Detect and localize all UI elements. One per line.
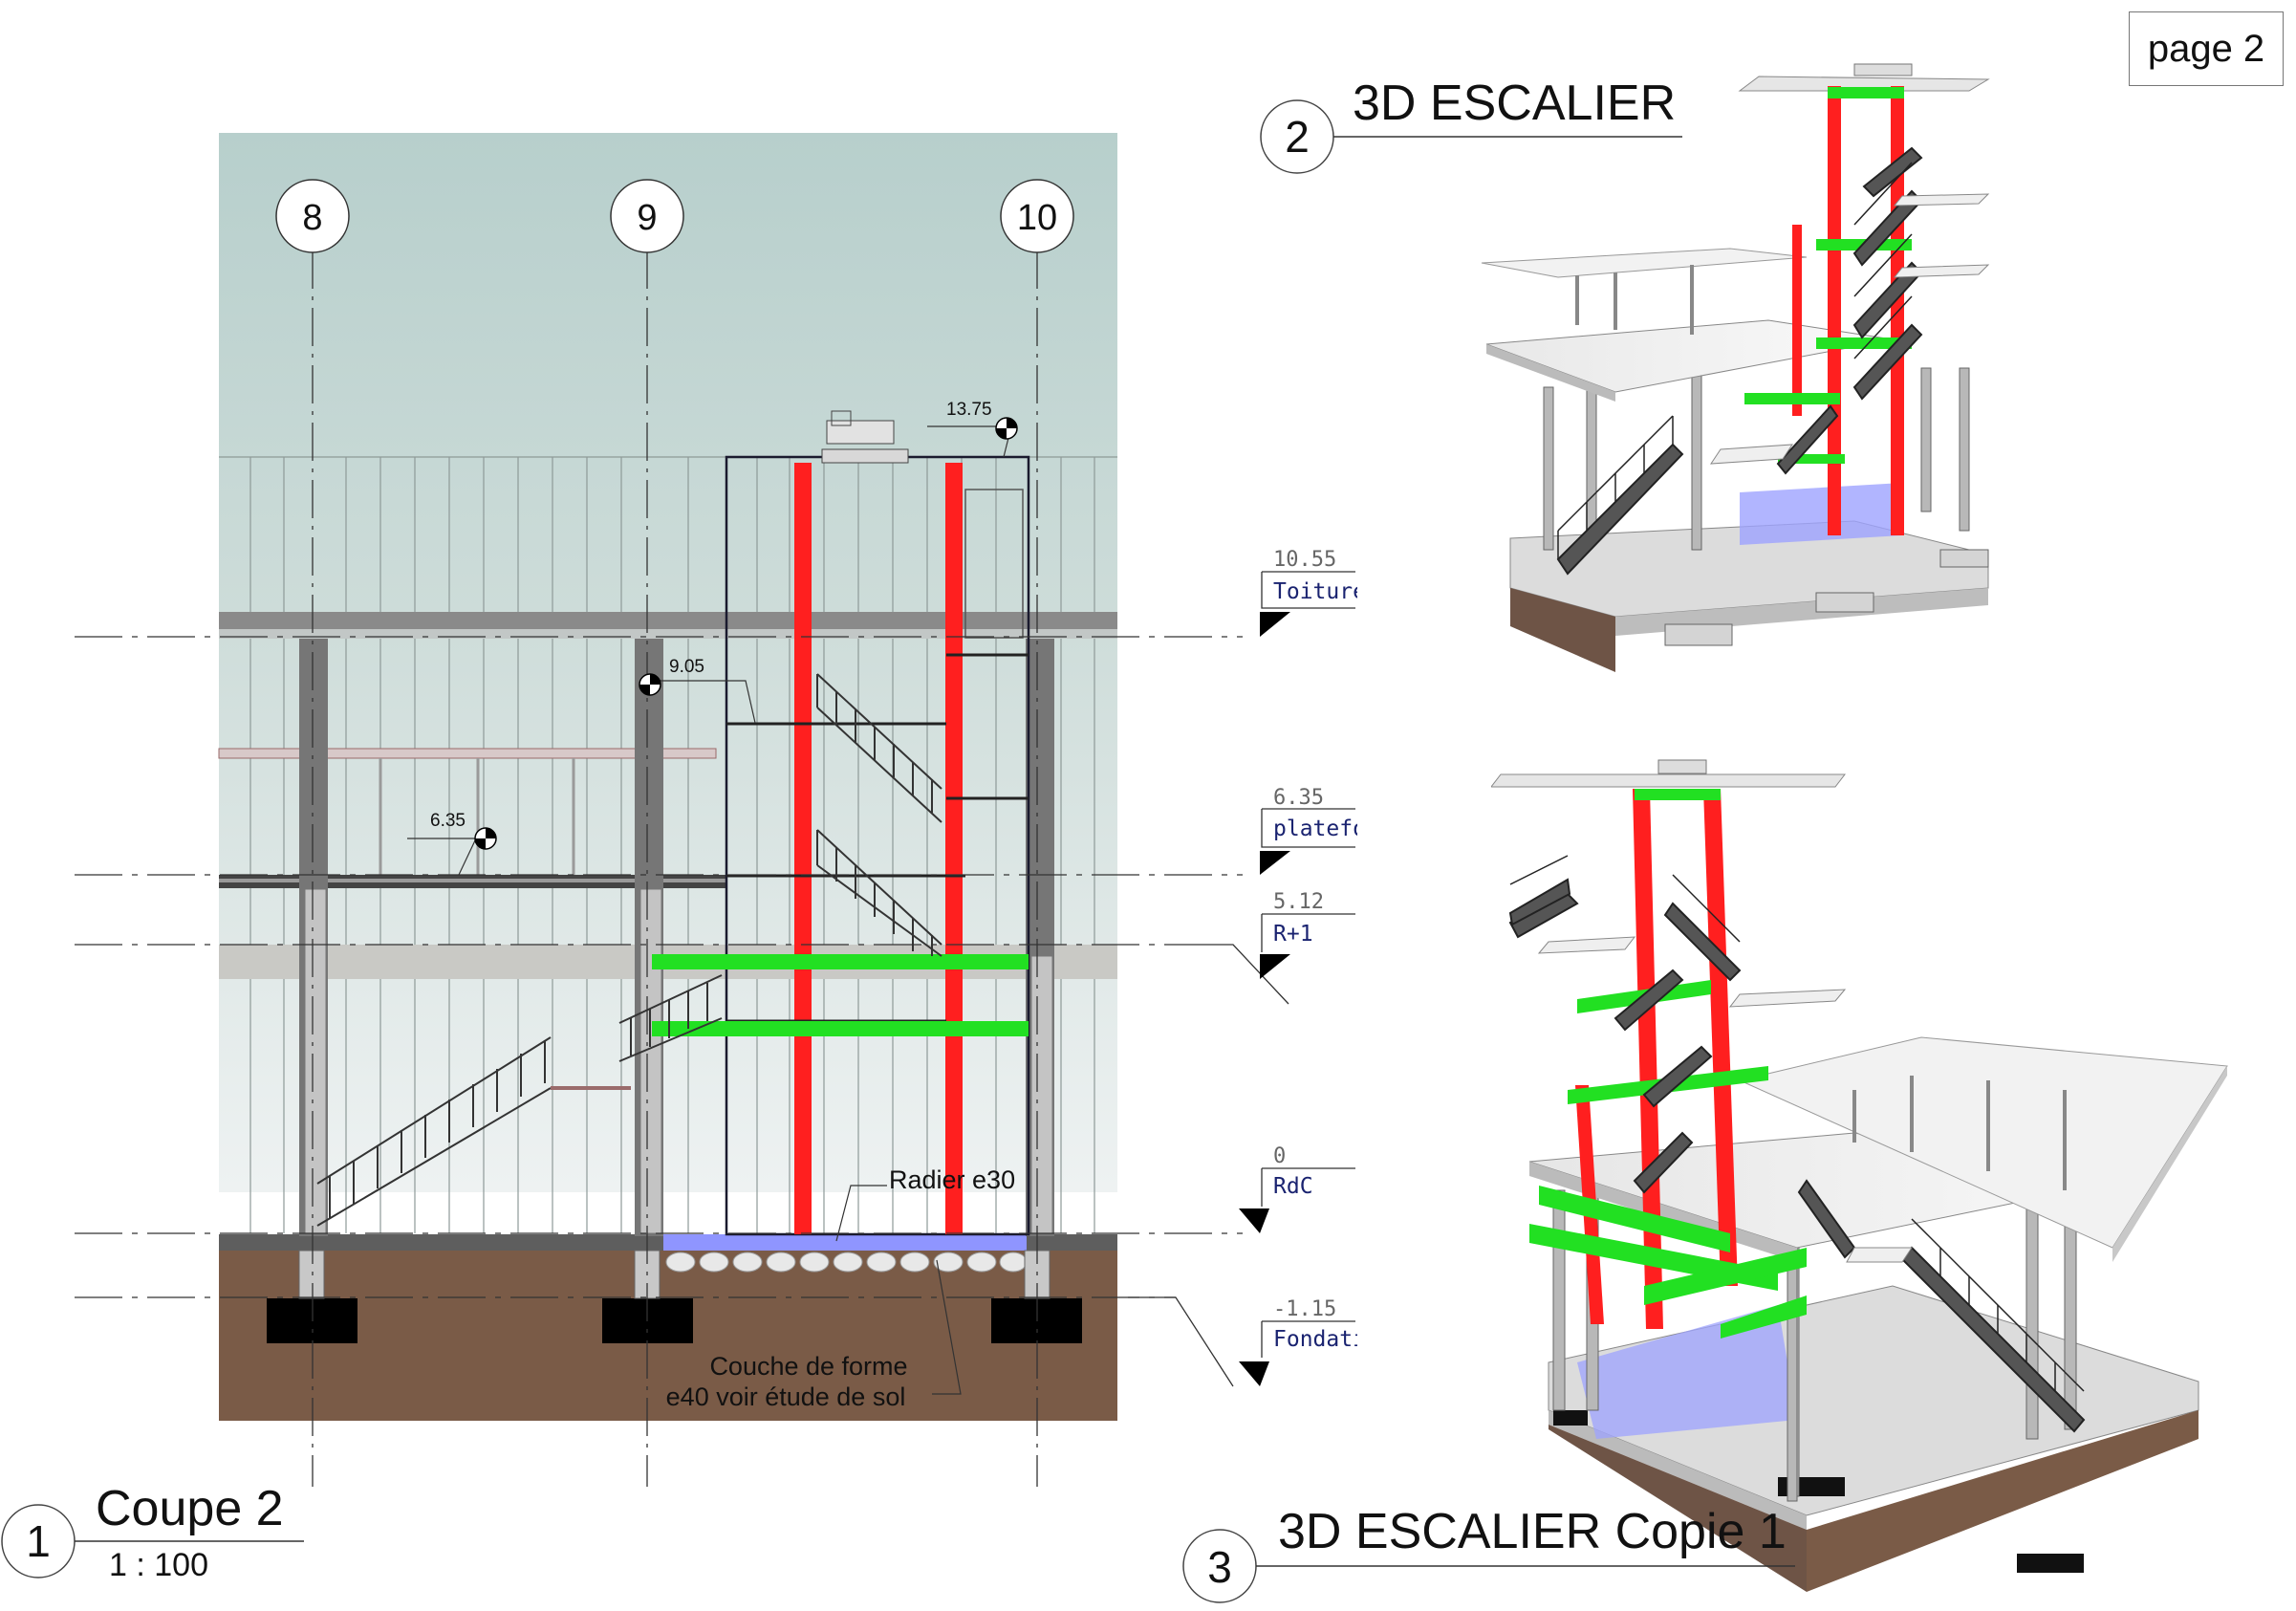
level-value-rdc: 0 [1273, 1144, 1286, 1168]
grid-bubble-8 [275, 179, 350, 253]
spot-elevation-635-label: 6.35 [430, 811, 466, 831]
spot-elevation-1375-label: 13.75 [946, 400, 992, 420]
level-name-toiture: Toiture [1273, 579, 1357, 604]
level-head-toiture: 10.55 Toiture [1260, 548, 1357, 637]
page-label: page 2 [2129, 11, 2284, 86]
stair-ground [316, 1036, 552, 1227]
gravel-layer [665, 1252, 1028, 1273]
level-head-plateforme: 6.35 platefor [1260, 786, 1357, 875]
roof-slab [219, 612, 1117, 629]
grid-label-8: 8 [302, 198, 322, 238]
view-number-2: 2 [1285, 112, 1310, 162]
view-title-3d-escalier-copie: 3D ESCALIER Copie 1 [1278, 1504, 1787, 1559]
grid-bubble-10 [1000, 179, 1074, 253]
section-drawing: 8 9 10 10.55 Toiture 6.35 platefor 5.12 … [75, 133, 1357, 1487]
view-marker-2 [1260, 99, 1682, 174]
view-number-1: 1 [26, 1516, 51, 1566]
stair-upper [816, 673, 942, 823]
level-value-toiture: 10.55 [1273, 548, 1336, 572]
radier-note: Radier e30 [889, 1165, 1015, 1194]
level-value-fondation: -1.15 [1273, 1297, 1336, 1321]
spot-elevation-905: 9.05 [639, 657, 756, 724]
stair-lower-tower [618, 974, 723, 1062]
level-head-r1: 5.12 R+1 [1260, 890, 1355, 979]
green-beam-low [652, 1021, 1029, 1036]
grid-label-9: 9 [637, 198, 657, 238]
green-beam-r1 [652, 954, 1029, 969]
walkway [218, 748, 717, 759]
stair-middle [816, 829, 942, 957]
level-name-fondation: Fondati [1273, 1327, 1357, 1352]
view-3d-escalier-copie [1491, 759, 2228, 1592]
view-scale: 1 : 100 [109, 1547, 208, 1583]
view-3d-escalier [1481, 63, 1990, 672]
level-name-rdc: RdC [1273, 1174, 1313, 1199]
grid-bubble-9 [610, 179, 684, 253]
level-name-r1: R+1 [1273, 922, 1313, 947]
spot-elevation-635: 6.35 [407, 811, 497, 876]
level-value-r1: 5.12 [1273, 890, 1324, 914]
view-title-coupe: Coupe 2 [96, 1481, 284, 1536]
couche-note-line2: e40 voir étude de sol [666, 1382, 906, 1411]
spot-elevation-1375: 13.75 [927, 400, 1018, 458]
level-head-fondation: -1.15 Fondati [1239, 1297, 1357, 1386]
spot-elevation-905-label: 9.05 [669, 657, 704, 677]
level-name-plateforme: platefor [1273, 816, 1357, 841]
steel-column-right [945, 463, 963, 1234]
view-marker-3 [1182, 1529, 1795, 1603]
view-marker-1 [1, 1504, 304, 1578]
view-number-3: 3 [1207, 1542, 1232, 1592]
grid-label-10: 10 [1017, 198, 1057, 238]
radier-slab [663, 1234, 1027, 1251]
level-head-rdc: 0 RdC [1239, 1144, 1355, 1233]
couche-note-line1: Couche de forme [709, 1352, 907, 1381]
level-value-plateforme: 6.35 [1273, 786, 1324, 810]
view-title-3d-escalier: 3D ESCALIER [1353, 76, 1677, 131]
steel-column-left [794, 463, 812, 1234]
